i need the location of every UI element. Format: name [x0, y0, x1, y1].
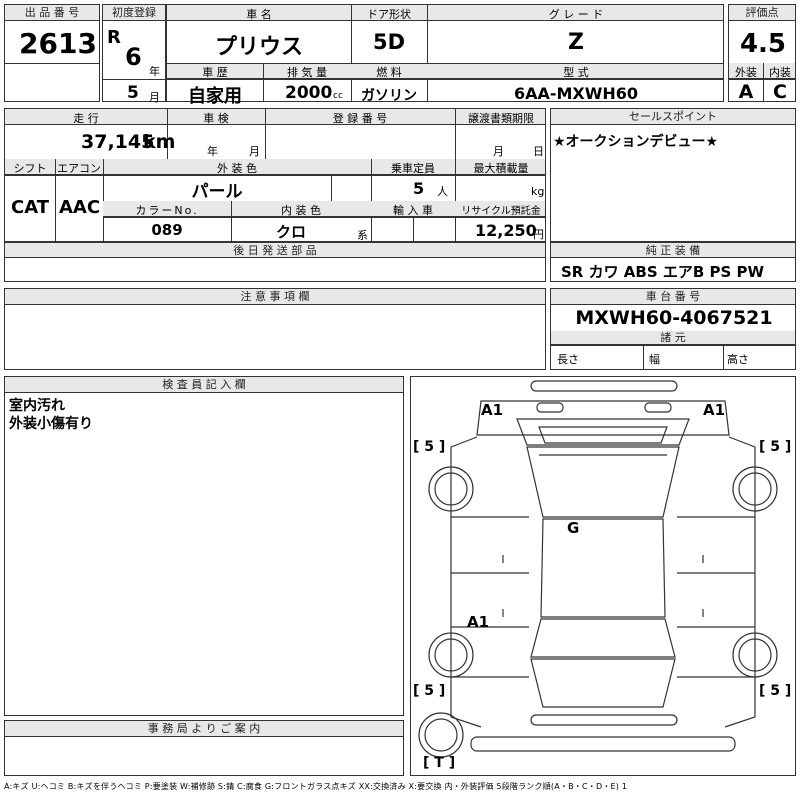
transfer-day-unit: 日 [533, 145, 544, 158]
color-no-label: カラーNo. [135, 204, 199, 217]
reg-no-label: 登 録 番 号 [332, 112, 388, 125]
shift-label: シフト [13, 162, 47, 175]
sales-point: ★オークションデビュー★ [553, 134, 719, 150]
grade: Z [568, 30, 584, 55]
int-color-label: 内 装 色 [281, 204, 321, 217]
later-parts-box: 後 日 発 送 部 品 [4, 242, 546, 282]
spec-width: 幅 [649, 353, 660, 366]
ac-label: エアコン [57, 162, 101, 175]
mark-front-right: A1 [703, 401, 726, 419]
sales-point-box: セールスポイント ★オークションデビュー★ [550, 108, 796, 242]
score-box: 評価点 4.5 外装 内装 A C [728, 4, 796, 103]
color-label: 外 装 色 [217, 162, 257, 175]
max-load-unit: kg [531, 185, 545, 198]
fuel: ガソリン [361, 88, 417, 104]
exterior-color: パール [191, 182, 243, 202]
mileage-unit: km [143, 131, 176, 153]
mileage: 37,145 [81, 131, 155, 153]
exterior-grade: A [738, 81, 754, 103]
inspector-label: 検 査 員 記 入 欄 [5, 377, 403, 393]
ac: AAC [59, 197, 101, 218]
model-label: 型 式 [563, 66, 589, 79]
shaken-year-unit: 年 [207, 145, 218, 158]
car-name-label: 車 名 [246, 8, 272, 21]
vehicle-block: 車 名 ドア形状 グ レ ー ド 車 歴 排 気 量 燃 料 型 式 プリウス … [166, 4, 724, 107]
capacity-unit: 人 [437, 185, 448, 198]
tire-rear-right: [ 5 ] [759, 683, 792, 699]
fuel-label: 燃 料 [376, 66, 402, 79]
shaken-label: 車 検 [203, 112, 229, 125]
score-label: 評価点 [729, 5, 795, 21]
recycle-unit: 円 [533, 228, 544, 241]
details-block: 走 行 車 検 登 録 番 号 譲渡書類期限 37,145 km 年 月 月 日… [4, 108, 546, 242]
model-code: 6AA-MXWH60 [513, 84, 639, 103]
displacement-label: 排 気 量 [287, 66, 327, 79]
interior-grade: C [773, 81, 787, 103]
history: 自家用 [188, 86, 242, 107]
transfer-month-unit: 月 [493, 145, 504, 158]
notes-label: 注 意 事 項 欄 [5, 289, 545, 305]
chassis-box: 車 台 番 号 MXWH60-4067521 諸 元 長さ 幅 高さ [550, 288, 796, 370]
first-reg-box: 初度登録 R 6 年 5 月 [102, 4, 166, 104]
equipment-label: 純 正 装 備 [551, 243, 795, 258]
tire-front-right: [ 5 ] [759, 439, 792, 455]
color-no: 089 [151, 221, 183, 239]
door-label: ドア形状 [367, 8, 411, 21]
int-color: クロ [275, 223, 306, 241]
office-box: 事 務 局 よ り ご 案 内 [4, 720, 404, 776]
import-label: 輸 入 車 [393, 204, 433, 217]
auction-no-label: 出 品 番 号 [5, 5, 99, 21]
inspector-note-1: 室内汚れ [9, 398, 65, 414]
office-label: 事 務 局 よ り ご 案 内 [5, 721, 403, 737]
max-load-label: 最大積載量 [473, 162, 529, 175]
mark-windshield: G [567, 519, 580, 537]
transfer-label: 譲渡書類期限 [468, 112, 534, 125]
inspector-note-2: 外装小傷有り [9, 416, 93, 432]
spec-length: 長さ [557, 353, 579, 366]
displacement-unit: cc [333, 91, 343, 101]
history-label: 車 歴 [202, 66, 228, 79]
legend: A:キズ U:ヘコミ B:キズを伴うヘコミ P:要塗装 W:補修跡 S:錆 C:… [4, 782, 628, 791]
later-parts-label: 後 日 発 送 部 品 [5, 243, 545, 258]
inspector-box: 検 査 員 記 入 欄 室内汚れ 外装小傷有り [4, 376, 404, 716]
capacity-label: 乗車定員 [391, 162, 435, 175]
mark-left-door: A1 [467, 613, 490, 631]
auction-no: 2613 [19, 27, 97, 60]
grade-label: グ レ ー ド [548, 8, 604, 21]
interior-label: 内装 [769, 66, 791, 79]
shaken-month-unit: 月 [249, 145, 260, 158]
tire-front-left: [ 5 ] [413, 439, 446, 455]
notes-box: 注 意 事 項 欄 [4, 288, 546, 370]
shift: CAT [11, 197, 50, 218]
spare-tire: [ T ] [423, 755, 456, 771]
int-color-unit: 系 [357, 229, 368, 242]
sales-point-label: セールスポイント [551, 109, 795, 125]
reg-month: 5 [127, 83, 139, 103]
first-reg-label: 初度登録 [103, 5, 165, 21]
reg-year-unit: 年 [149, 65, 160, 78]
equipment: SR カワ ABS エアB PS PW [561, 263, 765, 281]
chassis-label: 車 台 番 号 [551, 289, 795, 305]
chassis-no: MXWH60-4067521 [575, 307, 773, 329]
car-outline [418, 380, 778, 758]
door-type: 5D [372, 30, 406, 54]
recycle-fee: 12,250 [475, 221, 537, 240]
auction-no-box: 出 品 番 号 2613 [4, 4, 100, 102]
tire-rear-left: [ 5 ] [413, 683, 446, 699]
spec-height: 高さ [727, 353, 749, 366]
equipment-box: 純 正 装 備 SR カワ ABS エアB PS PW [550, 242, 796, 282]
reg-era: R [107, 27, 121, 48]
car-diagram: A1 A1 G A1 [ 5 ] [ 5 ] [ 5 ] [ 5 ] [ T ] [410, 376, 796, 776]
exterior-label: 外装 [735, 66, 757, 79]
mark-front-left: A1 [481, 401, 504, 419]
specs-label: 諸 元 [551, 331, 795, 345]
car-name: プリウス [214, 35, 303, 60]
reg-month-unit: 月 [149, 91, 160, 104]
displacement: 2000 [285, 83, 333, 103]
capacity: 5 [413, 179, 425, 198]
recycle-label: リサイクル預託金 [461, 206, 541, 217]
mileage-label: 走 行 [73, 112, 99, 125]
score: 4.5 [739, 29, 787, 59]
reg-year: 6 [125, 43, 142, 71]
